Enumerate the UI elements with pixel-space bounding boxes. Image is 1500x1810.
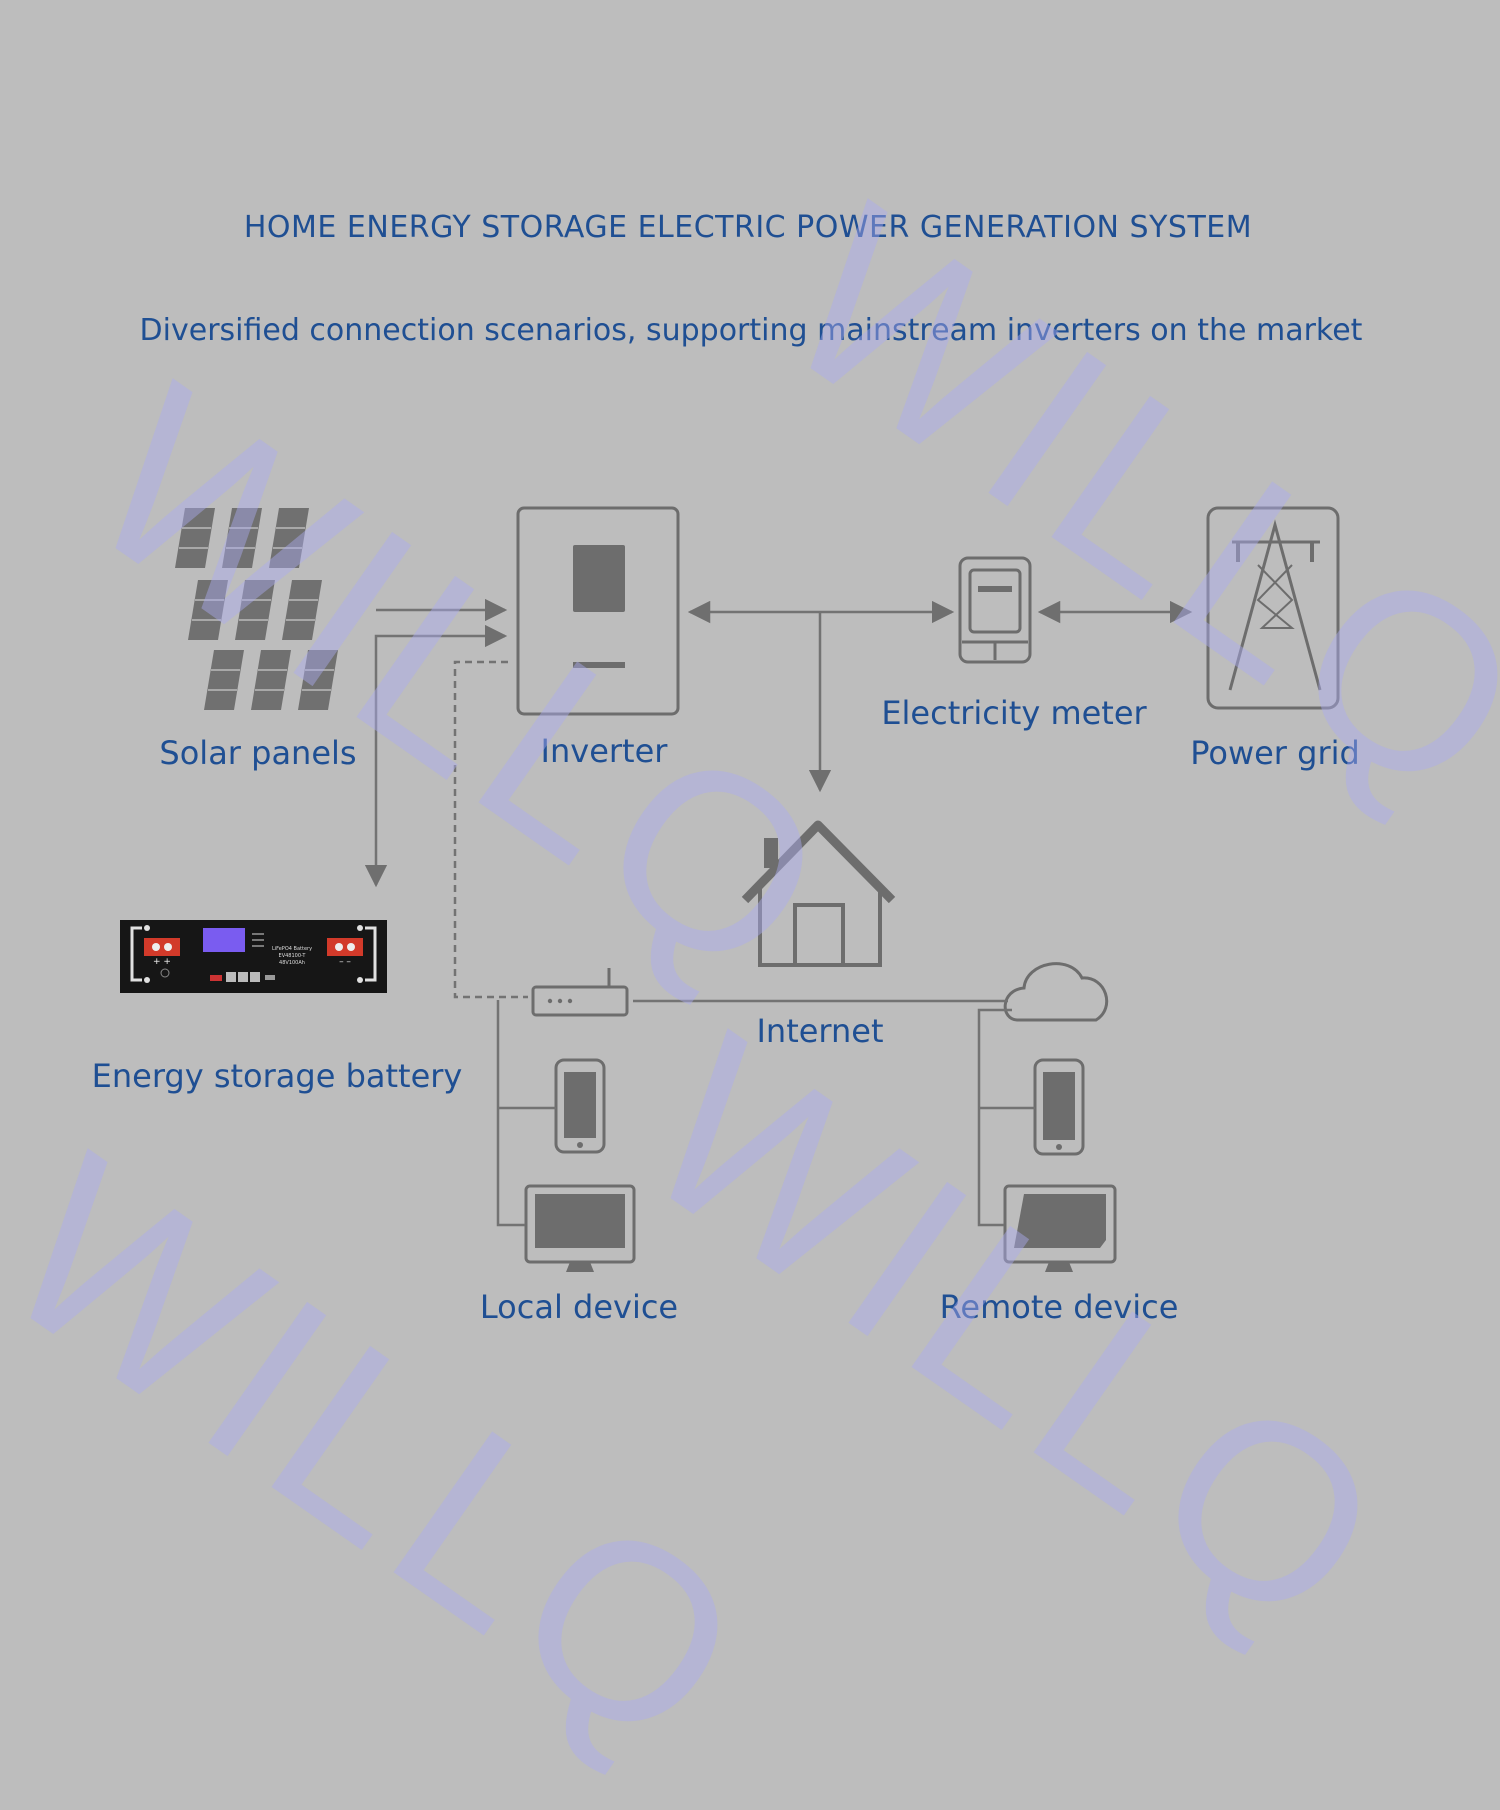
electricity-meter-icon xyxy=(958,556,1032,664)
remote-monitor-icon xyxy=(1003,1184,1117,1272)
electricity-meter-label: Electricity meter xyxy=(881,694,1147,732)
inverter-icon xyxy=(516,506,680,716)
power-grid-icon xyxy=(1206,506,1340,710)
battery-icon: LiFePO4 Battery EV48100-T 48V100Ah + + –… xyxy=(120,920,387,993)
internet-label: Internet xyxy=(756,1012,884,1050)
router-icon xyxy=(531,968,629,1017)
solar-panels-icon xyxy=(174,507,339,711)
battery-minus-text: – – xyxy=(339,957,351,967)
local-monitor-icon xyxy=(524,1184,636,1272)
remote-device-label: Remote device xyxy=(939,1288,1179,1326)
solar-panels-label: Solar panels xyxy=(159,734,357,772)
cloud-remote-line xyxy=(977,1008,1012,1227)
inverter-battery-arrow xyxy=(364,624,508,888)
router-local-line xyxy=(496,1000,525,1227)
battery-rating-text: 48V100Ah xyxy=(279,960,305,966)
house-icon xyxy=(741,820,896,967)
page-subtitle: Diversified connection scenarios, suppor… xyxy=(139,313,1363,348)
connection-lines xyxy=(364,598,1193,1227)
inverter-router-dashed-line xyxy=(453,660,528,999)
energy-storage-battery-label: Energy storage battery xyxy=(91,1057,463,1095)
battery-code-text: EV48100-T xyxy=(279,953,307,959)
battery-plus-text: + + xyxy=(153,957,171,967)
local-device-label: Local device xyxy=(479,1288,679,1326)
system-diagram: LiFePO4 Battery EV48100-T 48V100Ah + + –… xyxy=(120,506,1340,1272)
local-phone-icon xyxy=(554,1058,606,1154)
power-grid-label: Power grid xyxy=(1190,734,1360,772)
inverter-label: Inverter xyxy=(540,732,668,770)
page-title: HOME ENERGY STORAGE ELECTRIC POWER GENER… xyxy=(243,210,1253,245)
cloud-icon xyxy=(1003,962,1109,1022)
battery-model-text: LiFePO4 Battery xyxy=(272,946,312,952)
remote-phone-icon xyxy=(1033,1058,1085,1156)
